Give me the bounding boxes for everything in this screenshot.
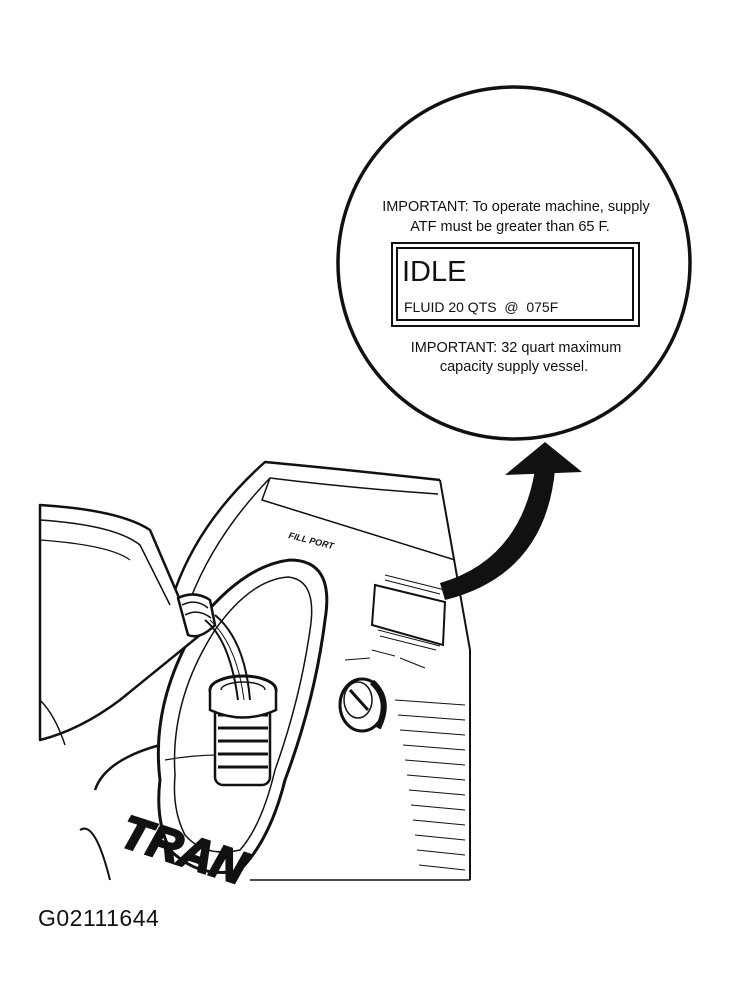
callout-notice-top-line2: ATF must be greater than 65 F.	[410, 219, 610, 235]
figure-id-caption: G02111644	[38, 905, 160, 931]
fluid-stream	[204, 614, 251, 701]
callout-notice-top-line1: IMPORTANT: To operate machine, supply	[382, 199, 650, 215]
display-status-text: IDLE	[402, 256, 466, 288]
fill-port-neck	[208, 674, 278, 787]
control-panel	[344, 574, 447, 669]
callout-arrow	[440, 442, 582, 600]
atf-supply-container	[38, 503, 217, 746]
callout-notice-bottom-line2: capacity supply vessel.	[440, 359, 588, 375]
callout-notice-bottom-line1: IMPORTANT: 32 quart maximum	[411, 340, 622, 356]
selector-knob	[338, 677, 387, 733]
machine-body	[79, 460, 471, 881]
display-fluid-text: FLUID 20 QTS @ 075F	[404, 299, 558, 315]
fine-print-label	[394, 699, 466, 871]
fill-port-label: FILL PORT	[288, 530, 337, 551]
brand-lettering: TRAN	[115, 805, 253, 894]
callout-display	[391, 242, 640, 327]
